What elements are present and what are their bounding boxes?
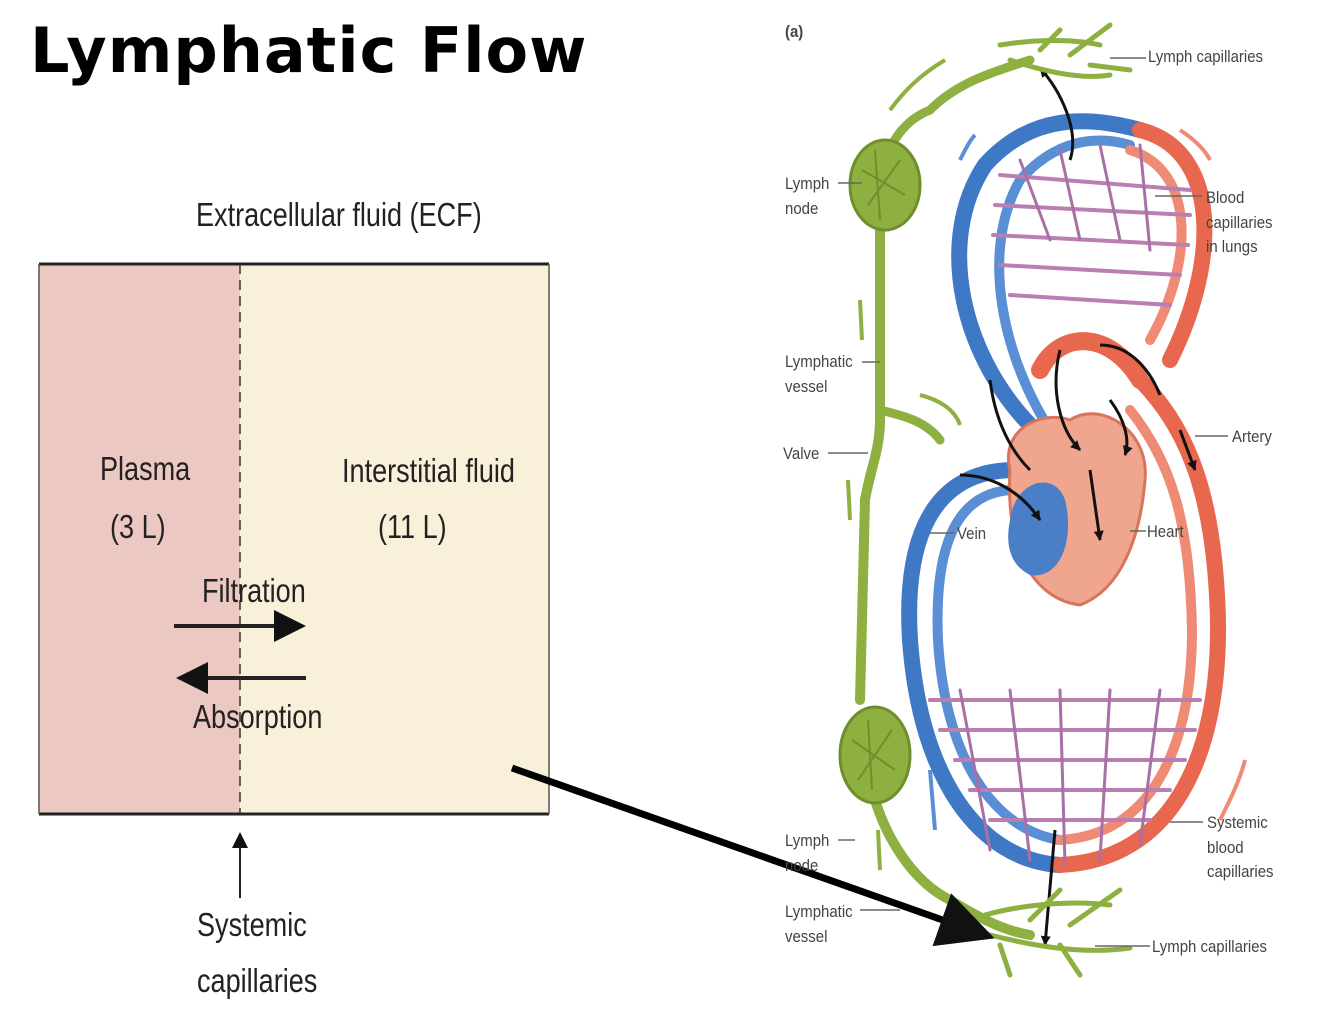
filtration-label: Filtration: [202, 572, 306, 609]
flow-arrows: [959, 66, 1197, 946]
interstitial-compartment: [240, 264, 549, 814]
absorption-label: Absorption: [193, 698, 323, 735]
interstitial-label: Interstitial fluid: [342, 452, 515, 489]
systemic-vessel-loop: [901, 332, 1227, 873]
lymphatic-vessel-top-label: Lymphatic vessel: [785, 352, 853, 396]
interstitial-to-lymph-arrow: [510, 764, 995, 947]
systemic-capillaries-label-line1: Systemic: [197, 906, 307, 943]
lymph-node-top-label: Lymph node: [785, 174, 830, 218]
lymph-node-bottom-label: Lymph node: [785, 831, 830, 875]
lymph-node-bottom: [838, 705, 912, 805]
lymph-capillaries-top-label: Lymph capillaries: [1148, 47, 1264, 66]
lung-vessel-loop: [951, 113, 1213, 450]
lymphatic-vessel-bottom-label: Lymphatic vessel: [785, 902, 853, 946]
artery-label: Artery: [1232, 427, 1272, 446]
plasma-label: Plasma: [100, 450, 191, 487]
panel-letter: (a): [785, 22, 804, 41]
leader-lines: [828, 57, 1228, 947]
page-title: Lymphatic Flow: [30, 14, 588, 87]
valve-label: Valve: [783, 444, 820, 463]
blood-capillaries-lungs-label: Blood capillaries in lungs: [1206, 188, 1273, 257]
heart-shape: [1006, 412, 1147, 607]
plasma-compartment: [39, 264, 240, 814]
lymph-node-top: [848, 138, 922, 232]
ecf-diagram: [38, 262, 550, 898]
direction-arrows: [846, 58, 1247, 871]
ecf-heading: Extracellular fluid (ECF): [196, 196, 482, 233]
systemic-blood-capillaries-label: Systemic blood capillaries: [1207, 813, 1274, 882]
circulation-illustration: [828, 22, 1247, 978]
systemic-capillaries-label-line2: capillaries: [197, 962, 318, 999]
vein-label: Vein: [957, 524, 987, 543]
interstitial-volume: (11 L): [378, 508, 447, 545]
plasma-volume: (3 L): [110, 508, 166, 545]
heart-label: Heart: [1147, 522, 1184, 541]
lymph-capillaries-bottom-label: Lymph capillaries: [1152, 937, 1268, 956]
